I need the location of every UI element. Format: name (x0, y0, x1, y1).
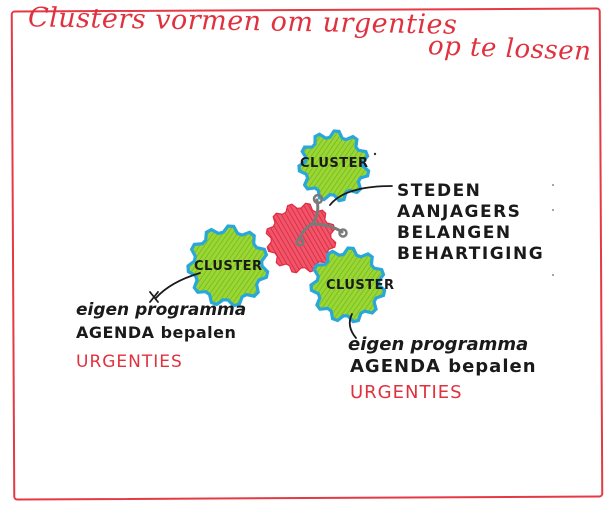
gear-icon-top (297, 129, 371, 203)
connector-icon (295, 193, 348, 247)
cluster-label-top: CLUSTER (300, 156, 369, 171)
right-note-line-2: AGENDA bepalen (350, 356, 537, 377)
cluster-label-right: CLUSTER (326, 278, 395, 293)
cluster-label-left: CLUSTER (194, 259, 263, 274)
leader-lines (149, 185, 393, 339)
right-note-line-1: eigen programma (348, 334, 529, 355)
gear-icon-left (186, 224, 270, 308)
center-note-line-1: STEDEN (397, 181, 482, 201)
center-note-line-4: BEHARTIGING (397, 244, 545, 264)
right-note-urgent: URGENTIES (350, 382, 463, 403)
left-note-line-1: eigen programma (76, 300, 247, 320)
center-note-line-3: BELANGEN (397, 223, 512, 243)
center-note-line-2: AANJAGERS (397, 202, 522, 222)
left-note-line-2: AGENDA bepalen (76, 323, 237, 342)
gear-icon-right (309, 246, 387, 324)
left-note-urgent: URGENTIES (76, 352, 183, 372)
